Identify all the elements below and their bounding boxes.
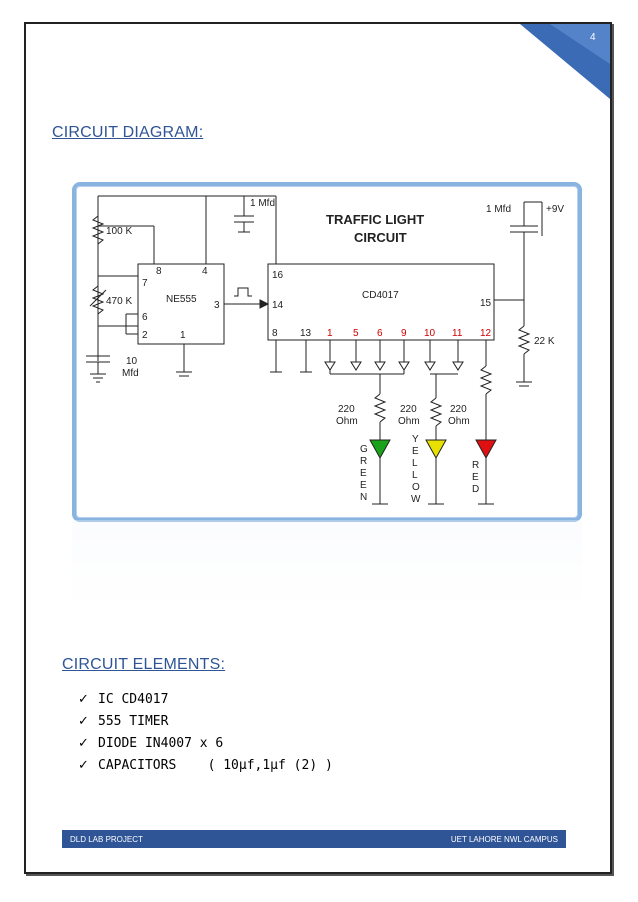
svg-text:220: 220 <box>400 404 417 415</box>
svg-text:W: W <box>411 494 421 505</box>
svg-text:E: E <box>360 480 367 491</box>
list-item: ✓DIODE IN4007 x 6 <box>78 735 224 751</box>
section-title-circuit-elements: CIRCUIT ELEMENTS: <box>62 656 226 673</box>
svg-text:6: 6 <box>142 312 148 323</box>
svg-text:10: 10 <box>424 328 436 339</box>
svg-text:Ohm: Ohm <box>336 416 358 427</box>
corner-ribbon <box>520 24 610 99</box>
svg-text:220: 220 <box>450 404 467 415</box>
svg-text:1: 1 <box>327 328 333 339</box>
diagram-title-line1: TRAFFIC LIGHT <box>326 212 424 227</box>
check-icon: ✓ <box>78 713 89 729</box>
svg-text:G: G <box>360 444 368 455</box>
svg-text:13: 13 <box>300 328 312 339</box>
page-number: 4 <box>590 32 596 43</box>
circuit-diagram: TRAFFIC LIGHT CIRCUIT 100 K 470 K 10 Mfd… <box>86 195 564 505</box>
svg-text:L: L <box>412 458 418 469</box>
diagram-reflection <box>72 520 582 610</box>
svg-text:1 Mfd: 1 Mfd <box>250 198 275 209</box>
list-item: ✓CAPACITORS ( 10µf,1µf (2) ) <box>78 757 333 773</box>
svg-text:5: 5 <box>353 328 359 339</box>
svg-text:8: 8 <box>272 328 278 339</box>
svg-text:7: 7 <box>142 278 148 289</box>
svg-text:15: 15 <box>480 298 492 309</box>
svg-text:Mfd: Mfd <box>122 368 139 379</box>
section-title-circuit-diagram: CIRCUIT DIAGRAM: <box>52 124 204 141</box>
check-icon: ✓ <box>78 757 89 773</box>
svg-text:Ohm: Ohm <box>448 416 470 427</box>
diagram-title-line2: CIRCUIT <box>354 230 407 245</box>
svg-text:N: N <box>360 492 367 503</box>
svg-text:L: L <box>412 470 418 481</box>
red-led <box>475 439 497 460</box>
svg-text:10: 10 <box>126 356 138 367</box>
svg-text:1 Mfd: 1 Mfd <box>486 204 511 215</box>
check-icon: ✓ <box>78 735 89 751</box>
svg-text:14: 14 <box>272 300 284 311</box>
svg-text:E: E <box>360 468 367 479</box>
list-item: ✓IC CD4017 <box>78 691 169 707</box>
page-border <box>24 22 612 874</box>
footer-bar: DLD LAB PROJECT UET LAHORE NWL CAMPUS <box>62 830 566 848</box>
svg-text:Y: Y <box>412 434 419 445</box>
list-item: ✓555 TIMER <box>78 713 169 729</box>
svg-text:CD4017: CD4017 <box>362 290 399 301</box>
footer-left-text: DLD LAB PROJECT <box>70 834 143 844</box>
svg-text:R: R <box>360 456 367 467</box>
elements-list: ✓IC CD4017 ✓555 TIMER ✓DIODE IN4007 x 6 … <box>78 688 333 776</box>
svg-text:O: O <box>412 482 420 493</box>
svg-text:6: 6 <box>377 328 383 339</box>
svg-text:220: 220 <box>338 404 355 415</box>
svg-text:2: 2 <box>142 330 148 341</box>
svg-text:9: 9 <box>401 328 407 339</box>
svg-text:NE555: NE555 <box>166 294 197 305</box>
svg-text:1: 1 <box>180 330 186 341</box>
svg-text:3: 3 <box>214 300 220 311</box>
svg-text:22 K: 22 K <box>534 336 555 347</box>
footer-right-text: UET LAHORE NWL CAMPUS <box>450 834 558 844</box>
svg-text:8: 8 <box>156 266 162 277</box>
svg-text:Ohm: Ohm <box>398 416 420 427</box>
svg-text:16: 16 <box>272 270 284 281</box>
svg-text:+9V: +9V <box>546 204 564 215</box>
svg-text:E: E <box>412 446 419 457</box>
svg-text:4: 4 <box>202 266 208 277</box>
circuit-diagram-frame: TRAFFIC LIGHT CIRCUIT 100 K 470 K 10 Mfd… <box>72 182 582 522</box>
svg-text:12: 12 <box>480 328 492 339</box>
svg-text:100 K: 100 K <box>106 226 132 237</box>
svg-text:R: R <box>472 460 479 471</box>
yellow-led <box>425 439 447 460</box>
check-icon: ✓ <box>78 691 89 707</box>
svg-text:E: E <box>472 472 479 483</box>
svg-text:470 K: 470 K <box>106 296 132 307</box>
svg-text:11: 11 <box>452 328 463 339</box>
green-led <box>369 439 391 460</box>
svg-text:D: D <box>472 484 479 495</box>
